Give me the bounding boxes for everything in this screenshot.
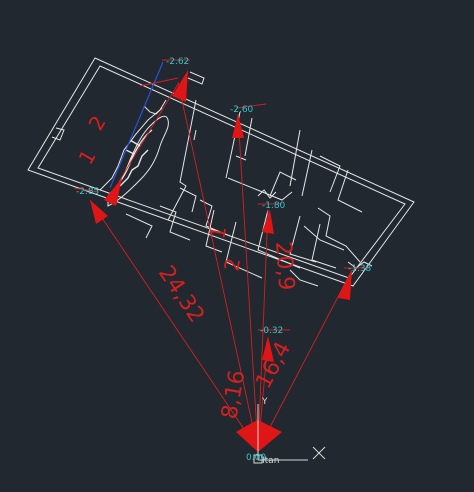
ucs-tag: Itan [262, 456, 279, 466]
leader-line [235, 103, 267, 109]
partition-wall [125, 213, 153, 239]
level-mark-label[interactable]: -1.38 [348, 264, 372, 274]
partition-wall [199, 199, 231, 237]
level-mark-label[interactable]: -2.85 [76, 187, 99, 197]
dimension-text: 2 [219, 256, 245, 273]
level-mark-label[interactable]: -1.80 [262, 201, 286, 211]
level-mark-label[interactable]: -2.62 [166, 57, 189, 67]
stair-detail [257, 189, 277, 199]
partition-wall [227, 177, 293, 201]
guide-line [109, 61, 164, 189]
dimension-text: 2 [84, 111, 111, 134]
origin-level-label[interactable]: 0.00 [246, 453, 266, 463]
leader-line [119, 83, 179, 181]
survey-line [89, 199, 259, 451]
partition-wall [159, 205, 191, 241]
inner-wall [37, 65, 406, 279]
partition-wall [303, 225, 345, 251]
wall-tick [193, 129, 197, 141]
partition-wall [289, 269, 319, 287]
partition-wall [244, 117, 253, 157]
partition-wall [289, 215, 317, 263]
outer-wall [27, 57, 415, 287]
survey-line [177, 81, 259, 451]
level-mark-label[interactable]: -2.60 [230, 105, 254, 115]
courtyard-detail [113, 129, 153, 191]
ucs-icon[interactable] [253, 404, 326, 464]
partition-wall [179, 187, 197, 213]
partition-wall [301, 149, 313, 197]
arrowhead [232, 114, 244, 138]
dimension-text: 8,16 [217, 368, 250, 421]
arrowhead [104, 178, 122, 206]
survey-line [257, 269, 353, 451]
dimension-text: 1 [74, 145, 101, 168]
partition-wall [257, 209, 301, 269]
leader-line [139, 77, 179, 87]
arrowhead [262, 210, 274, 234]
arrowhead [262, 336, 274, 362]
partition-wall [289, 129, 301, 187]
level-mark-label[interactable]: -0.32 [260, 326, 283, 336]
arrowhead [338, 270, 352, 300]
arrowhead [172, 70, 188, 102]
stair-detail [347, 261, 373, 269]
partition-wall [269, 171, 297, 197]
dimension-text: 16,4 [251, 338, 296, 393]
wall-segment [187, 71, 205, 85]
partition-wall [167, 99, 197, 221]
wall-segment [51, 127, 65, 141]
partition-wall [319, 155, 341, 193]
ucs-x-mark [312, 446, 326, 460]
survey-line [237, 113, 259, 451]
partition-wall [337, 169, 363, 213]
courtyard-outline [107, 115, 169, 207]
partition-wall [205, 209, 223, 253]
ucs-origin-box [253, 454, 263, 464]
ucs-y-label: Y [261, 397, 268, 407]
arrowheads [90, 70, 352, 452]
partition-wall [317, 207, 361, 263]
origin-arrow-fan [236, 420, 282, 452]
arrowhead [90, 200, 108, 224]
courtyard-wall [143, 105, 163, 115]
partition-wall [311, 223, 337, 269]
dimension-text: 24,32 [153, 261, 209, 327]
dimension-text: 20,9 [270, 241, 298, 292]
partition-wall [225, 221, 263, 279]
dimension-text: 1 [205, 224, 231, 241]
leader-line [73, 187, 99, 193]
building-plan [27, 57, 415, 287]
